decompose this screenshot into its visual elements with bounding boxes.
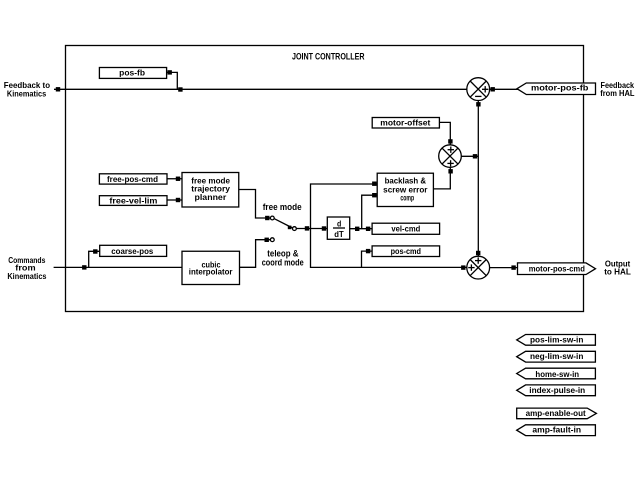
svg-text:dT: dT [334, 230, 344, 239]
svg-text:free mode: free mode [191, 177, 230, 186]
svg-text:Output: Output [605, 258, 630, 268]
svg-text:amp-enable-out: amp-enable-out [526, 409, 586, 418]
svg-text:d: d [337, 219, 341, 228]
svg-text:coord mode: coord mode [262, 257, 304, 267]
svg-text:trajectory: trajectory [191, 185, 230, 194]
svg-text:motor-pos-fb: motor-pos-fb [531, 84, 589, 93]
svg-text:backlash &: backlash & [385, 176, 427, 185]
svg-text:to HAL: to HAL [604, 267, 631, 277]
svg-text:Feedback: Feedback [601, 80, 635, 90]
svg-text:Kinematics: Kinematics [7, 271, 46, 281]
svg-text:coarse-pos: coarse-pos [111, 247, 154, 256]
svg-text:free-pos-cmd: free-pos-cmd [107, 175, 158, 184]
svg-text:pos-fb: pos-fb [119, 69, 145, 78]
svg-text:Feedback to: Feedback to [4, 80, 50, 90]
svg-text:screw error: screw error [383, 186, 427, 195]
svg-text:free mode: free mode [263, 202, 302, 212]
svg-text:amp-fault-in: amp-fault-in [532, 426, 581, 435]
svg-text:Commands: Commands [8, 255, 45, 265]
svg-text:pos-lim-sw-in: pos-lim-sw-in [530, 335, 584, 344]
svg-text:JOINT CONTROLLER: JOINT CONTROLLER [292, 52, 365, 62]
svg-text:interpolator: interpolator [189, 268, 233, 277]
svg-text:index-pulse-in: index-pulse-in [529, 386, 585, 395]
svg-text:neg-lim-sw-in: neg-lim-sw-in [530, 352, 584, 361]
svg-text:pos-cmd: pos-cmd [391, 247, 421, 256]
svg-text:teleop &: teleop & [267, 248, 299, 258]
svg-text:comp: comp [400, 193, 414, 202]
svg-text:cubic: cubic [202, 260, 221, 269]
svg-text:motor-pos-cmd: motor-pos-cmd [529, 264, 585, 273]
svg-text:from HAL: from HAL [600, 88, 634, 98]
svg-text:free-vel-lim: free-vel-lim [109, 197, 157, 206]
svg-text:from: from [15, 263, 36, 273]
svg-text:motor-offset: motor-offset [380, 119, 430, 128]
svg-text:home-sw-in: home-sw-in [535, 370, 579, 379]
svg-text:vel-cmd: vel-cmd [391, 224, 420, 233]
svg-text:Kinematics: Kinematics [7, 88, 47, 98]
svg-text:planner: planner [195, 193, 227, 202]
